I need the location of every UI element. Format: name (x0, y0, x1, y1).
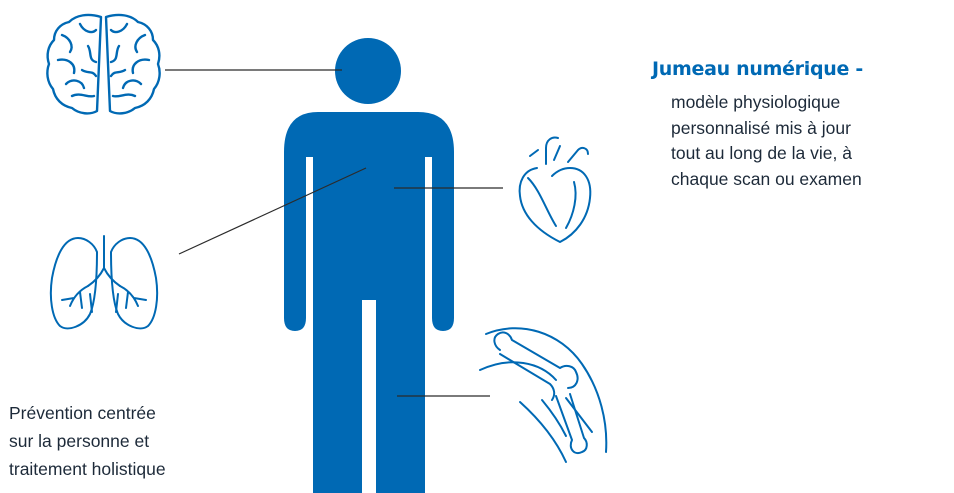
human-figure-icon (284, 38, 454, 493)
description-line: modèle physiologique (671, 90, 946, 116)
caption-line: Prévention centrée (9, 399, 259, 427)
lungs-icon (51, 236, 157, 328)
description-line: tout au long de la vie, à (671, 141, 946, 167)
description-line: chaque scan ou examen (671, 167, 946, 193)
caption-line: traitement holistique (9, 455, 259, 483)
description-line: personnalisé mis à jour (671, 116, 946, 142)
brain-icon (47, 15, 159, 113)
caption-line: sur la personne et (9, 427, 259, 455)
prevention-caption: Prévention centrée sur la personne et tr… (9, 399, 259, 483)
figure-body (284, 112, 454, 493)
figure-head (335, 38, 401, 104)
digital-twin-description: modèle physiologique personnalisé mis à … (671, 90, 946, 192)
digital-twin-title: Jumeau numérique - (652, 58, 863, 80)
knee-joint-icon (480, 328, 606, 462)
heart-icon (520, 137, 591, 242)
